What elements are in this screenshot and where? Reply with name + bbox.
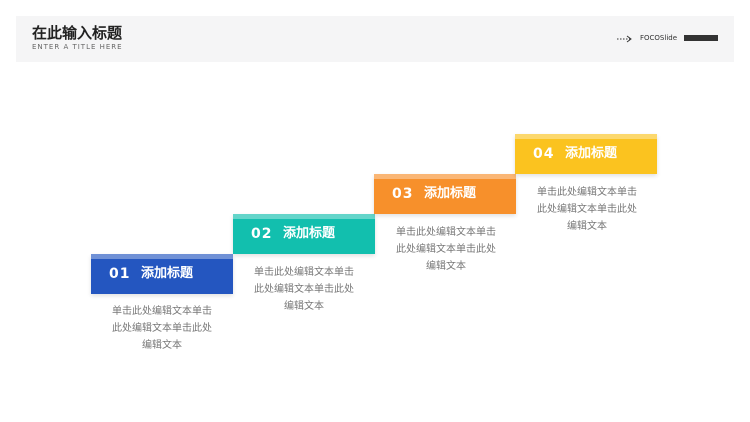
page-subtitle: ENTER A TITLE HERE	[32, 43, 123, 51]
step-4-description: 单击此处编辑文本单击此处编辑文本单击此处编辑文本	[537, 187, 637, 232]
step-1-number: 01	[109, 266, 131, 282]
step-4: 04 添加标题	[515, 134, 657, 174]
brand-bar	[684, 35, 718, 41]
step-1-bar	[91, 254, 233, 294]
header-bar: 在此输入标题 ENTER A TITLE HERE FOCOSlide	[16, 16, 734, 62]
step-4-bar	[515, 134, 657, 174]
step-2-bar	[233, 214, 375, 254]
step-3-number: 03	[392, 186, 414, 202]
step-2-title: 添加标题	[283, 226, 336, 241]
step-1: 01 添加标题	[91, 254, 233, 294]
step-1-title: 添加标题	[141, 266, 194, 281]
step-4-number: 04	[533, 146, 555, 162]
step-4-title: 添加标题	[565, 146, 618, 161]
step-2: 02 添加标题	[233, 214, 375, 254]
dotted-arrow-right-icon	[617, 35, 632, 43]
step-1-description: 单击此处编辑文本单击此处编辑文本单击此处编辑文本	[112, 306, 212, 351]
brand-name: FOCOSlide	[640, 34, 678, 42]
step-3-title: 添加标题	[424, 186, 477, 201]
step-3-bar	[374, 174, 516, 214]
step-3: 03 添加标题	[374, 174, 516, 214]
step-3-description: 单击此处编辑文本单击此处编辑文本单击此处编辑文本	[396, 227, 496, 272]
page-title: 在此输入标题	[32, 24, 123, 42]
step-2-number: 02	[251, 226, 273, 242]
step-2-description: 单击此处编辑文本单击此处编辑文本单击此处编辑文本	[254, 267, 354, 312]
